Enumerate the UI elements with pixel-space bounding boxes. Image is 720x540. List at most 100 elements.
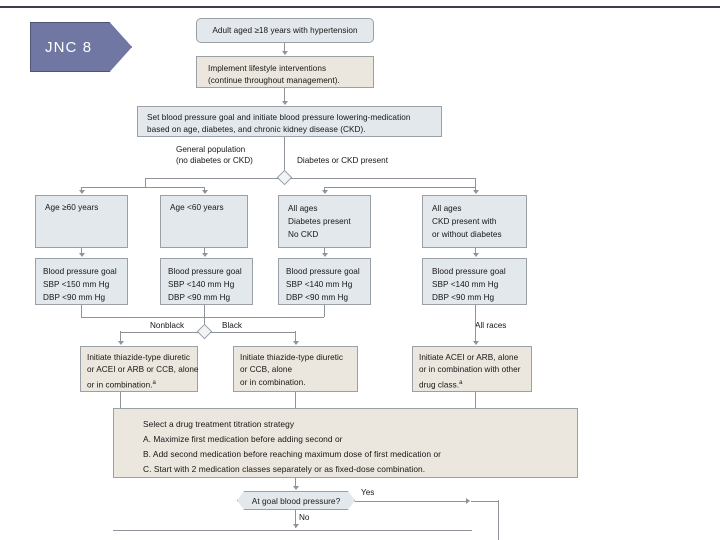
- connector-col2-to-goal: [204, 248, 205, 254]
- arrowhead-col1: [78, 190, 85, 194]
- node-population-age-under-60: Age <60 years: [160, 195, 248, 248]
- arrowhead-col3: [321, 190, 328, 194]
- node-goal4-line1: Blood pressure goal: [432, 267, 506, 276]
- edge-label-general-population-line1: General population: [176, 145, 246, 154]
- connector-titration-to-atgoal: [295, 478, 296, 486]
- node-goal3-line3: DBP <90 mm Hg: [286, 293, 349, 302]
- node-atgoal-label: At goal blood pressure?: [251, 495, 341, 506]
- connector-start-to-lifestyle: [284, 43, 285, 51]
- node-start-line1: Adult aged ≥18 years with hypertension: [212, 25, 358, 35]
- connector-col1-to-goal: [81, 248, 82, 254]
- connector-no-vertical: [295, 510, 296, 528]
- connector-nonblack-drop: [120, 331, 121, 342]
- node-treatment-black: Initiate thiazide-type diuretic or CCB, …: [233, 346, 358, 392]
- connector-col3-to-goal: [324, 248, 325, 254]
- node-goal2-line3: DBP <90 mm Hg: [168, 293, 231, 302]
- node-lifestyle-line1: Implement lifestyle interventions: [208, 64, 327, 73]
- connector-goal-merge-bus: [81, 317, 324, 318]
- connector-lifestyle-to-setgoal: [284, 88, 285, 101]
- connector-yes-right-rail: [498, 500, 499, 540]
- connector-drop-col4: [475, 187, 476, 191]
- arrowhead-yes: [466, 497, 470, 504]
- node-goal4-line3: DBP <90 mm Hg: [432, 293, 495, 302]
- connector-split-right-bus: [290, 178, 475, 179]
- node-goal4-line2: SBP <140 mm Hg: [432, 280, 499, 289]
- connector-diabetesckd-subbus: [324, 187, 475, 188]
- connector-tx2-to-titration: [295, 392, 296, 408]
- connector-yes-to-right-rail: [471, 500, 498, 502]
- node-treatment-nonblack: Initiate thiazide-type diuretic or ACEI …: [80, 346, 198, 392]
- connector-goal1-down: [81, 305, 82, 317]
- node-tx1-line3: or in combination.a: [87, 377, 190, 392]
- connector-ckd-goal-to-tx: [475, 305, 476, 342]
- node-goal-diabetes: Blood pressure goal SBP <140 mm Hg DBP <…: [278, 258, 371, 305]
- node-goal-age-60-plus: Blood pressure goal SBP <150 mm Hg DBP <…: [35, 258, 128, 305]
- node-at-goal-decision: At goal blood pressure?: [237, 491, 355, 510]
- node-tx2-line3: or in combination.: [240, 377, 306, 387]
- node-tx2-line2: or CCB, alone: [240, 365, 293, 375]
- node-treatment-ckd: Initiate ACEI or ARB, alone or in combin…: [412, 346, 532, 392]
- arrowhead-ckd-tx: [472, 341, 479, 345]
- node-population-diabetes: All ages Diabetes present No CKD: [278, 195, 371, 248]
- node-titration-line3: B. Add second medication before reaching…: [143, 449, 442, 459]
- node-diabetes-line3: No CKD: [288, 230, 319, 239]
- edge-label-general-population-line2: (no diabetes or CKD): [176, 156, 253, 165]
- connector-col4-to-goal: [475, 248, 476, 254]
- node-set-goal-line1: Set blood pressure goal and initiate blo…: [147, 113, 411, 122]
- arrowhead-lifestyle-to-setgoal: [281, 101, 288, 105]
- jnc8-banner-label: JNC 8: [45, 38, 93, 56]
- edge-label-yes: Yes: [361, 488, 375, 497]
- connector-yes-horizontal: [355, 500, 467, 502]
- node-tx3-line2: or in combination with other: [419, 365, 521, 375]
- node-ckd-line1: All ages: [432, 204, 462, 213]
- node-goal-ckd: Blood pressure goal SBP <140 mm Hg DBP <…: [422, 258, 527, 305]
- node-tx1-line1: Initiate thiazide-type diuretic: [87, 353, 191, 362]
- node-set-goal-line2: based on age, diabetes, and chronic kidn…: [147, 124, 366, 134]
- node-goal-age-under-60: Blood pressure goal SBP <140 mm Hg DBP <…: [160, 258, 253, 305]
- node-goal1-line2: SBP <150 mm Hg: [43, 280, 110, 289]
- node-goal3-line2: SBP <140 mm Hg: [286, 280, 353, 289]
- connector-setgoal-to-split: [284, 137, 285, 173]
- node-tx1-line3-text: or in combination.: [87, 380, 153, 390]
- node-population-age-60-plus: Age ≥60 years: [35, 195, 128, 248]
- arrowhead-no: [292, 524, 299, 528]
- connector-bus-right-end: [475, 178, 476, 187]
- connector-tx3-to-titration: [475, 392, 476, 408]
- arrowhead-col1-goal: [78, 253, 85, 257]
- connector-split-left-bus: [145, 178, 279, 179]
- node-titration-line1: Select a drug treatment titration strate…: [143, 419, 295, 429]
- node-goal2-line1: Blood pressure goal: [168, 267, 242, 276]
- header-divider: [0, 6, 720, 8]
- arrowhead-col2-goal: [201, 253, 208, 257]
- connector-general-subbus: [81, 187, 204, 188]
- arrowhead-col4-goal: [472, 253, 479, 257]
- node-tx1-footnote-marker: a: [152, 379, 156, 386]
- node-tx1-line2: or ACEI or ARB or CCB, alone: [87, 365, 199, 375]
- node-titration-line4: C. Start with 2 medication classes separ…: [143, 464, 426, 474]
- node-goal2-line2: SBP <140 mm Hg: [168, 280, 235, 289]
- node-ckd-line3: or without diabetes: [432, 230, 502, 239]
- node-titration-line2: A. Maximize first medication before addi…: [143, 434, 343, 444]
- arrowhead-black: [292, 341, 299, 345]
- node-start: Adult aged ≥18 years with hypertension: [196, 18, 374, 43]
- node-ageunder60-line1: Age <60 years: [170, 203, 224, 212]
- connector-drop-col1: [81, 187, 82, 191]
- arrowhead-nonblack: [117, 341, 124, 345]
- edge-label-nonblack: Nonblack: [150, 321, 185, 330]
- connector-black-drop: [295, 331, 296, 342]
- connector-goal2-to-race-split: [204, 305, 205, 331]
- node-goal3-line1: Blood pressure goal: [286, 267, 360, 276]
- connector-goal3-down: [324, 305, 325, 317]
- node-population-ckd: All ages CKD present with or without dia…: [422, 195, 527, 248]
- node-tx3-line3-text: drug class.: [419, 380, 460, 390]
- node-ckd-line2: CKD present with: [432, 217, 497, 226]
- node-tx3-footnote-marker: a: [459, 379, 463, 386]
- node-diabetes-line1: All ages: [288, 204, 318, 213]
- connector-bus-left-end: [145, 178, 146, 187]
- jnc8-banner: JNC 8: [30, 22, 132, 72]
- connector-drop-col3: [324, 187, 325, 191]
- edge-label-no: No: [299, 513, 310, 522]
- node-tx3-line3: drug class.a: [419, 377, 524, 392]
- node-lifestyle-interventions: Implement lifestyle interventions (conti…: [196, 56, 374, 88]
